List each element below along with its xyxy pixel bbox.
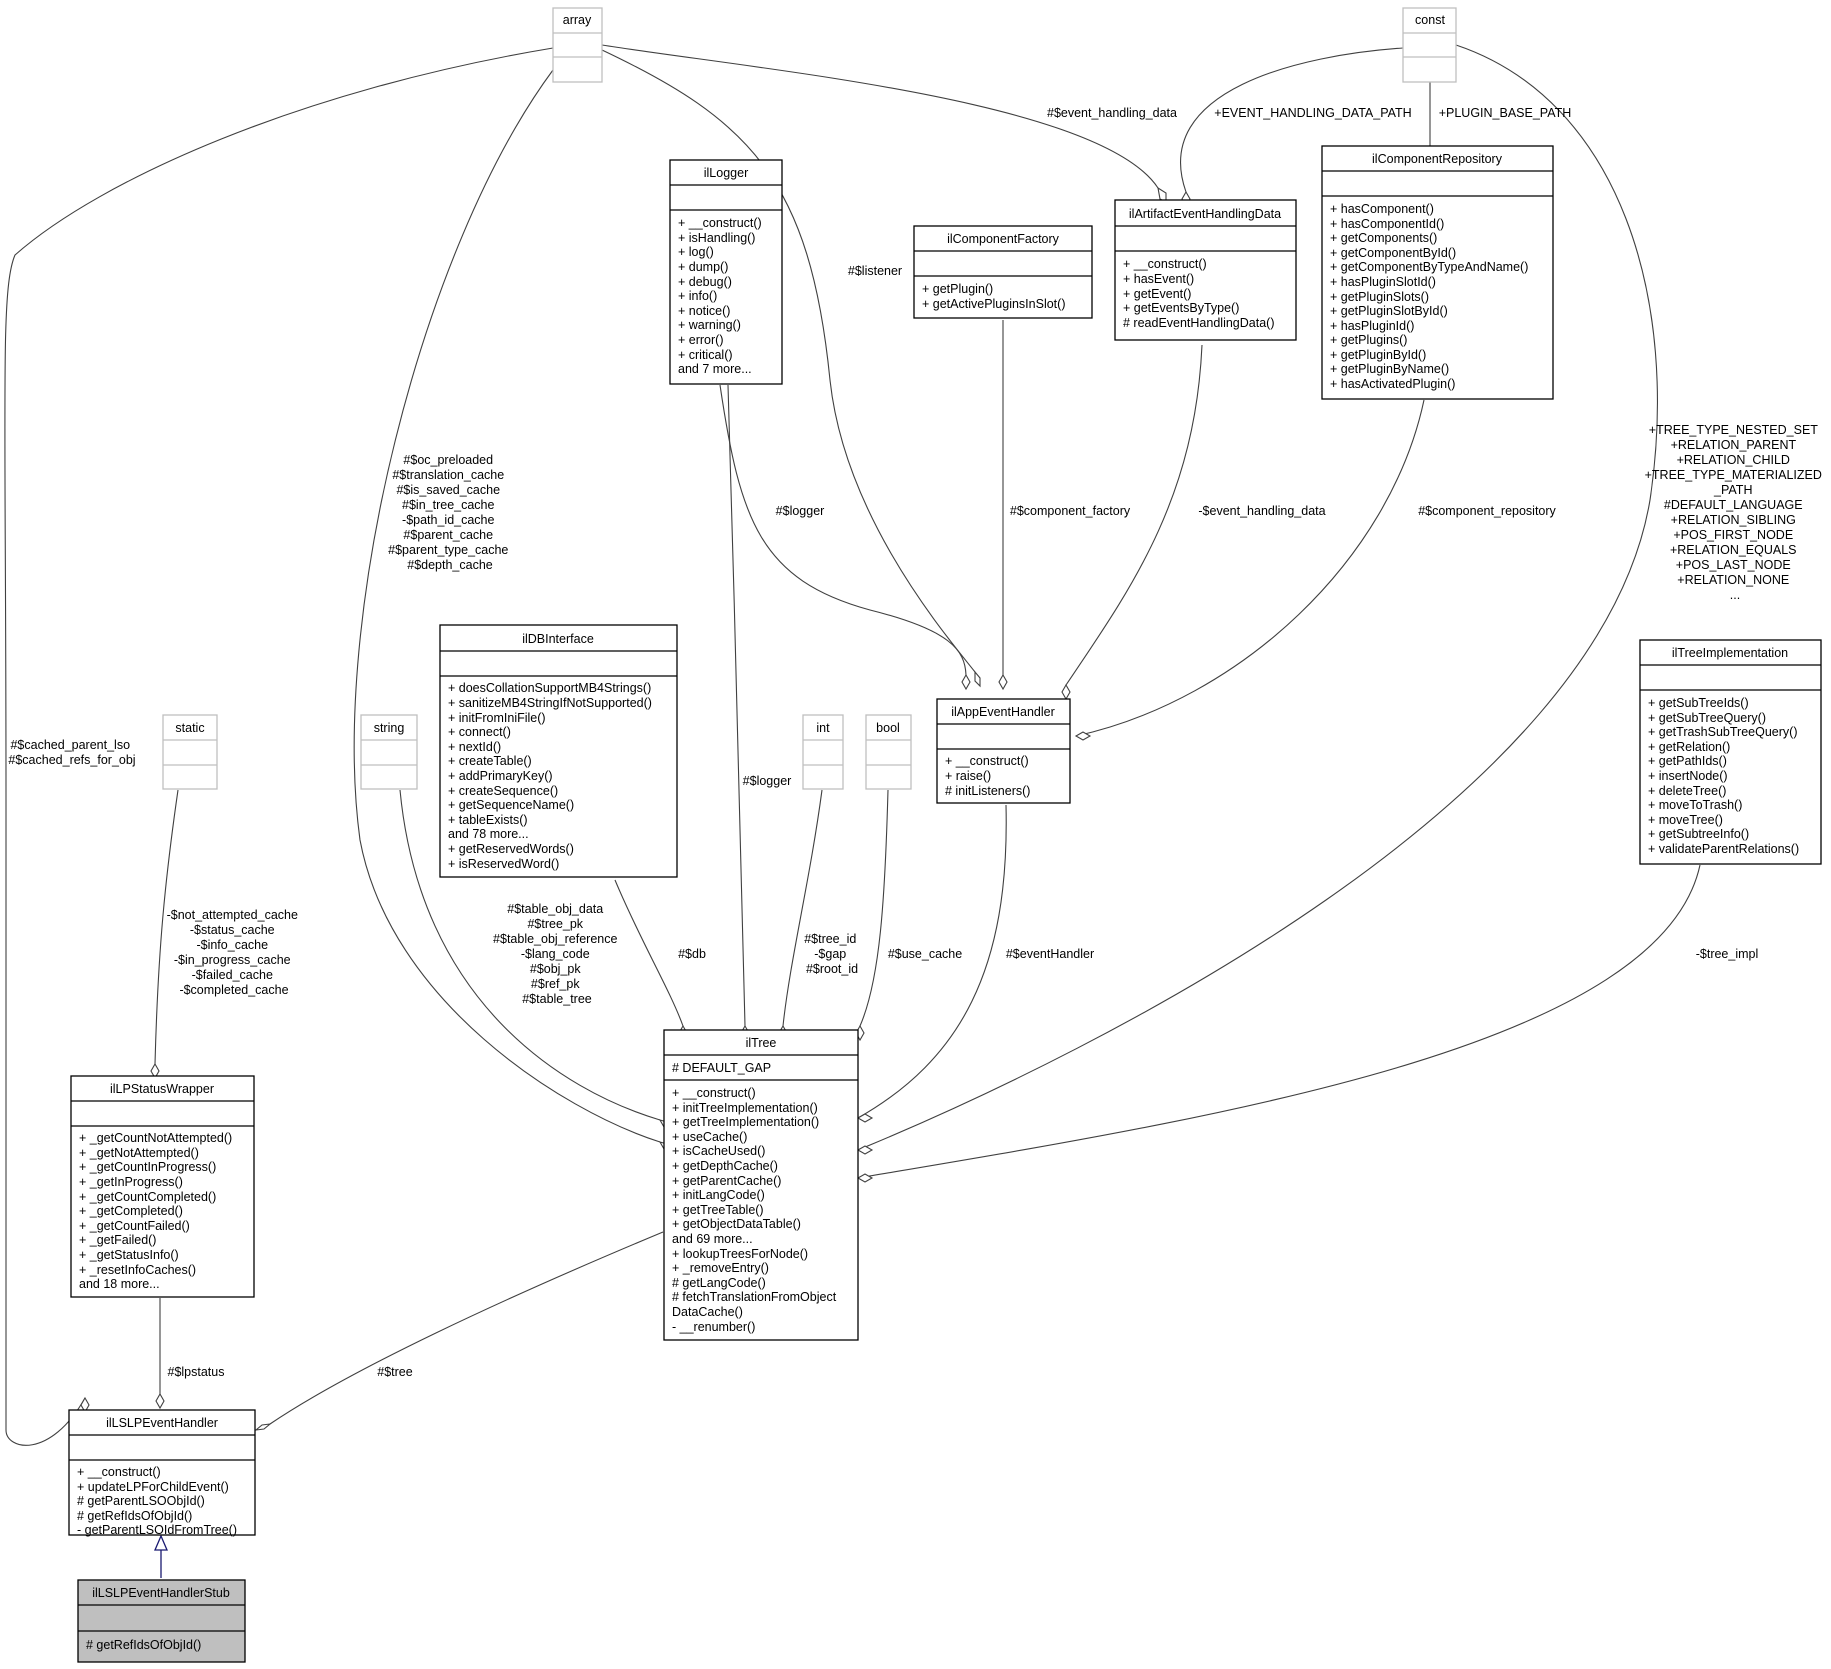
aggregation-diamond [998,673,1008,691]
edge-label-db: #$db [678,947,706,961]
edge-appeventhandler-tree [857,804,1007,1119]
class-name: ilTree [746,1036,777,1050]
edges [4,44,1701,1578]
edge-label-component-factory: #$component_factory [1010,504,1131,518]
edge-label-array-caches: #$oc_preloaded #$translation_cache #$is_… [388,453,512,572]
class-illslpeventhandler[interactable]: ilLSLPEventHandler + __construct() + upd… [68,1409,256,1537]
class-name: int [816,721,830,735]
edge-tree-lslpeventhandler [269,1231,664,1425]
edge-labels: #$event_handling_data +EVENT_HANDLING_DA… [8,106,1826,1379]
class-array[interactable]: array [552,7,603,83]
aggregation-diamond [254,1423,272,1431]
class-name: static [175,721,204,735]
class-ilcomponentrepository[interactable]: ilComponentRepository + hasComponent() +… [1321,145,1554,400]
edge-label-int-tree: #$tree_id -$gap #$root_id [804,932,860,976]
edge-label-use-cache: #$use_cache [888,947,962,961]
class-iltreeimplementation[interactable]: ilTreeImplementation + getSubTreeIds() +… [1639,639,1822,865]
aggregation-diamond [1074,731,1092,741]
class-illpstatuswrapper[interactable]: ilLPStatusWrapper + _getCountNotAttempte… [70,1075,255,1298]
edge-logger-appeventhandler [719,384,967,676]
edge-array-artifact [601,44,1159,189]
edge-label-cached-parent: #$cached_parent_lso #$cached_refs_for_ob… [8,738,135,767]
class-static[interactable]: static [162,714,218,790]
edge-int-tree [782,789,823,1027]
edge-label-plugin-base-path: +PLUGIN_BASE_PATH [1439,106,1572,120]
member-list: + hasComponent() + hasComponentId() + ge… [1330,202,1532,391]
edge-label-event-handling-data-private: -$event_handling_data [1198,504,1325,518]
class-illogger[interactable]: ilLogger + __construct() + isHandling() … [669,159,783,385]
edge-label-lpstatus: #$lpstatus [168,1365,225,1379]
aggregation-diamond [856,1173,874,1183]
class-name: const [1415,13,1445,27]
edge-static-lpstatus [154,789,179,1065]
edge-label-tree: #$tree [377,1365,412,1379]
class-string[interactable]: string [360,714,418,790]
edge-label-const-tree: +TREE_TYPE_NESTED_SET +RELATION_PARENT +… [1645,423,1826,602]
aggregation-diamond [856,1145,874,1155]
edge-label-listener: #$listener [848,264,902,278]
class-ilartifacteventhandlingdata[interactable]: ilArtifactEventHandlingData + __construc… [1114,199,1297,341]
edge-label-string-tree: #$table_obj_data #$tree_pk #$table_obj_r… [493,902,621,1006]
aggregation-diamond [155,1392,165,1410]
edge-label-event-handler: #$eventHandler [1006,947,1094,961]
edge-logger-tree [727,384,746,1027]
attribute-list: # DEFAULT_GAP [672,1061,771,1075]
member-list: + doesCollationSupportMB4Strings() + san… [448,681,655,871]
member-list: + _getCountNotAttempted() + _getNotAttem… [79,1131,236,1291]
edge-label-logger-app: #$logger [776,504,825,518]
edge-treeimpl-tree [857,864,1701,1179]
class-ildbinterface[interactable]: ilDBInterface + doesCollationSupportMB4S… [439,624,678,878]
edge-array-appeventhandler [601,49,976,673]
member-list: + __construct() + hasEvent() + getEvent(… [1123,257,1274,330]
class-name: bool [876,721,900,735]
aggregation-diamond [856,1113,874,1123]
class-name: ilLogger [704,166,748,180]
aggregation-diamond [974,670,981,688]
class-ilcomponentfactory[interactable]: ilComponentFactory + getPlugin() + getAc… [913,225,1093,319]
edge-string-tree [399,789,661,1121]
class-name: ilLSLPEventHandlerStub [92,1586,230,1600]
edge-array-lslpeventhandler [4,47,554,1446]
edge-label-logger-tree: #$logger [743,774,792,788]
edge-label-event-handling-data-path: +EVENT_HANDLING_DATA_PATH [1214,106,1411,120]
edge-label-status-caches: -$not_attempted_cache -$status_cache -$i… [167,908,302,997]
member-list: + __construct() + updateLPForChildEvent(… [77,1465,237,1537]
aggregation-diamond [1061,683,1071,701]
class-name: array [563,13,592,27]
member-list: # getRefIdsOfObjId() [86,1638,201,1652]
class-name: string [374,721,405,735]
edge-const-artifact [1179,47,1404,193]
class-name: ilTreeImplementation [1672,646,1788,660]
edge-repository-appeventhandler [1075,399,1425,737]
class-name: ilComponentRepository [1372,152,1503,166]
edge-artifact-appeventhandler [1065,344,1203,686]
class-int[interactable]: int [802,714,844,790]
class-name: ilComponentFactory [947,232,1060,246]
edge-bool-tree [859,789,889,1027]
member-list: + getSubTreeIds() + getSubTreeQuery() + … [1648,696,1801,856]
class-illslpeventhandlerstub[interactable]: ilLSLPEventHandlerStub # getRefIdsOfObjI… [77,1579,246,1663]
class-name: ilLPStatusWrapper [110,1082,214,1096]
class-name: ilArtifactEventHandlingData [1129,207,1281,221]
class-name: ilDBInterface [522,632,594,646]
class-name: ilLSLPEventHandler [106,1416,218,1430]
edge-array-tree [353,69,661,1143]
class-iltree[interactable]: ilTree # DEFAULT_GAP + __construct() + i… [663,1029,859,1341]
class-bool[interactable]: bool [865,714,912,790]
member-list: + __construct() + isHandling() + log() +… [678,216,765,376]
inheritance-arrowhead [154,1534,168,1551]
edge-label-tree-impl: -$tree_impl [1696,947,1759,961]
class-name: ilAppEventHandler [951,705,1055,719]
edge-const-tree [857,44,1658,1151]
class-ilappeventhandler[interactable]: ilAppEventHandler + __construct() + rais… [936,698,1071,804]
member-list: + __construct() + raise() # initListener… [945,754,1032,798]
aggregation-diamond [961,673,971,691]
member-list: + __construct() + initTreeImplementation… [672,1086,840,1334]
edge-label-event-handling-data: #$event_handling_data [1047,106,1177,120]
class-const[interactable]: const [1402,7,1457,83]
member-list: + getPlugin() + getActivePluginsInSlot() [922,282,1065,311]
edge-db-tree [614,879,684,1027]
edge-label-component-repository: #$component_repository [1418,504,1556,518]
